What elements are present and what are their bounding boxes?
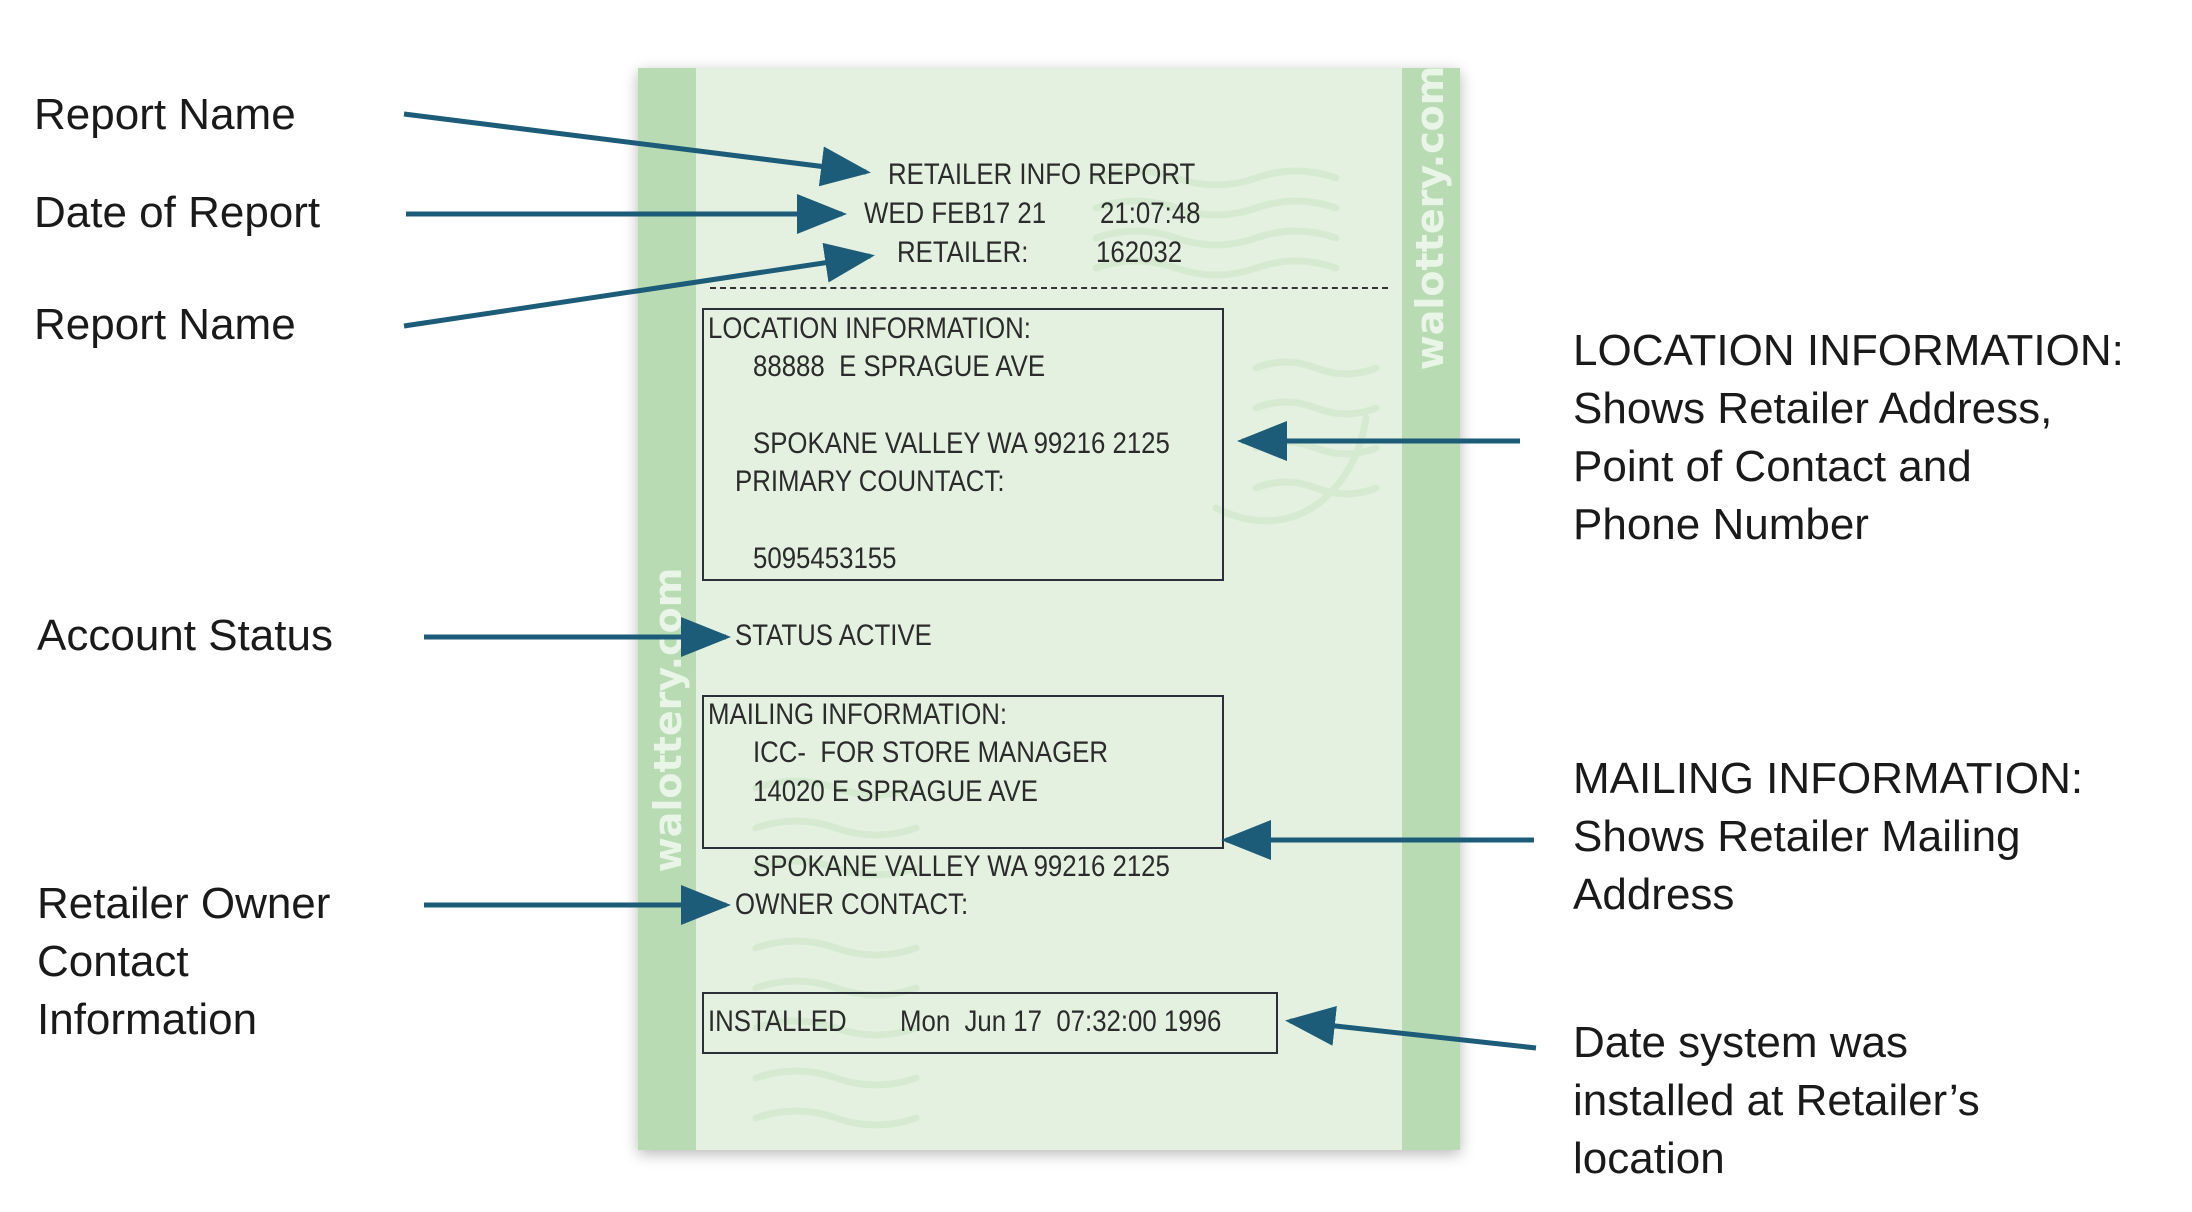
- label-report-name-2: Report Name: [34, 300, 296, 349]
- label-location-info-line: Point of Contact and: [1573, 442, 1972, 491]
- report-title: RETAILER INFO REPORT: [888, 158, 1196, 191]
- arrow-install-date: [1285, 1006, 1537, 1051]
- label-location-info-line: LOCATION INFORMATION:: [1573, 326, 2124, 375]
- label-install-date-line: location: [1573, 1134, 1725, 1183]
- label-location-info-line: Shows Retailer Address,: [1573, 384, 2053, 433]
- dashed-divider: [710, 287, 1388, 289]
- mailing-line1: ICC- FOR STORE MANAGER: [753, 736, 1109, 769]
- retailer-info-receipt: walottery.com walottery.com RETAILER INF…: [638, 68, 1460, 1150]
- location-city: SPOKANE VALLEY WA 99216 2125: [753, 427, 1170, 460]
- primary-contact-label: PRIMARY COUNTACT:: [735, 465, 1005, 498]
- label-date-of-report: Date of Report: [34, 188, 321, 237]
- receipt-right-band: [1402, 68, 1460, 1150]
- location-header: LOCATION INFORMATION:: [708, 312, 1031, 345]
- mailing-header: MAILING INFORMATION:: [708, 698, 1008, 731]
- retailer-id: 162032: [1096, 236, 1183, 269]
- owner-contact-label: OWNER CONTACT:: [735, 888, 969, 921]
- account-status: STATUS ACTIVE: [735, 619, 932, 652]
- mailing-line2: 14020 E SPRAGUE AVE: [753, 775, 1038, 808]
- location-street: 88888 E SPRAGUE AVE: [753, 350, 1046, 383]
- installed-label: INSTALLED: [708, 1005, 847, 1038]
- label-owner-contact-line: Contact: [37, 937, 189, 986]
- report-time: 21:07:48: [1100, 197, 1201, 230]
- report-date: WED FEB17 21: [864, 197, 1047, 230]
- location-info-box: [702, 308, 1224, 581]
- installed-box: [702, 992, 1278, 1054]
- label-location-info-line: Phone Number: [1573, 500, 1869, 549]
- label-account-status: Account Status: [37, 611, 333, 660]
- retailer-label: RETAILER:: [897, 236, 1029, 269]
- label-report-name-1: Report Name: [34, 90, 296, 139]
- mailing-city: SPOKANE VALLEY WA 99216 2125: [753, 850, 1170, 883]
- contact-phone: 5095453155: [753, 542, 897, 575]
- receipt-left-band: [638, 68, 696, 1150]
- label-install-date-line: installed at Retailer’s: [1573, 1076, 1980, 1125]
- installed-date: Mon Jun 17 07:32:00 1996: [900, 1005, 1222, 1038]
- label-mailing-info-line: Shows Retailer Mailing: [1573, 812, 2021, 861]
- arrow-report-name-1: [403, 111, 871, 187]
- label-mailing-info-line: MAILING INFORMATION:: [1573, 754, 2084, 803]
- label-owner-contact-line: Retailer Owner: [37, 879, 331, 928]
- mailing-info-box: [702, 695, 1224, 849]
- label-mailing-info-line: Address: [1573, 870, 1735, 919]
- arrow-report-name-2: [403, 242, 875, 329]
- label-install-date-line: Date system was: [1573, 1018, 1908, 1067]
- label-owner-contact-line: Information: [37, 995, 258, 1044]
